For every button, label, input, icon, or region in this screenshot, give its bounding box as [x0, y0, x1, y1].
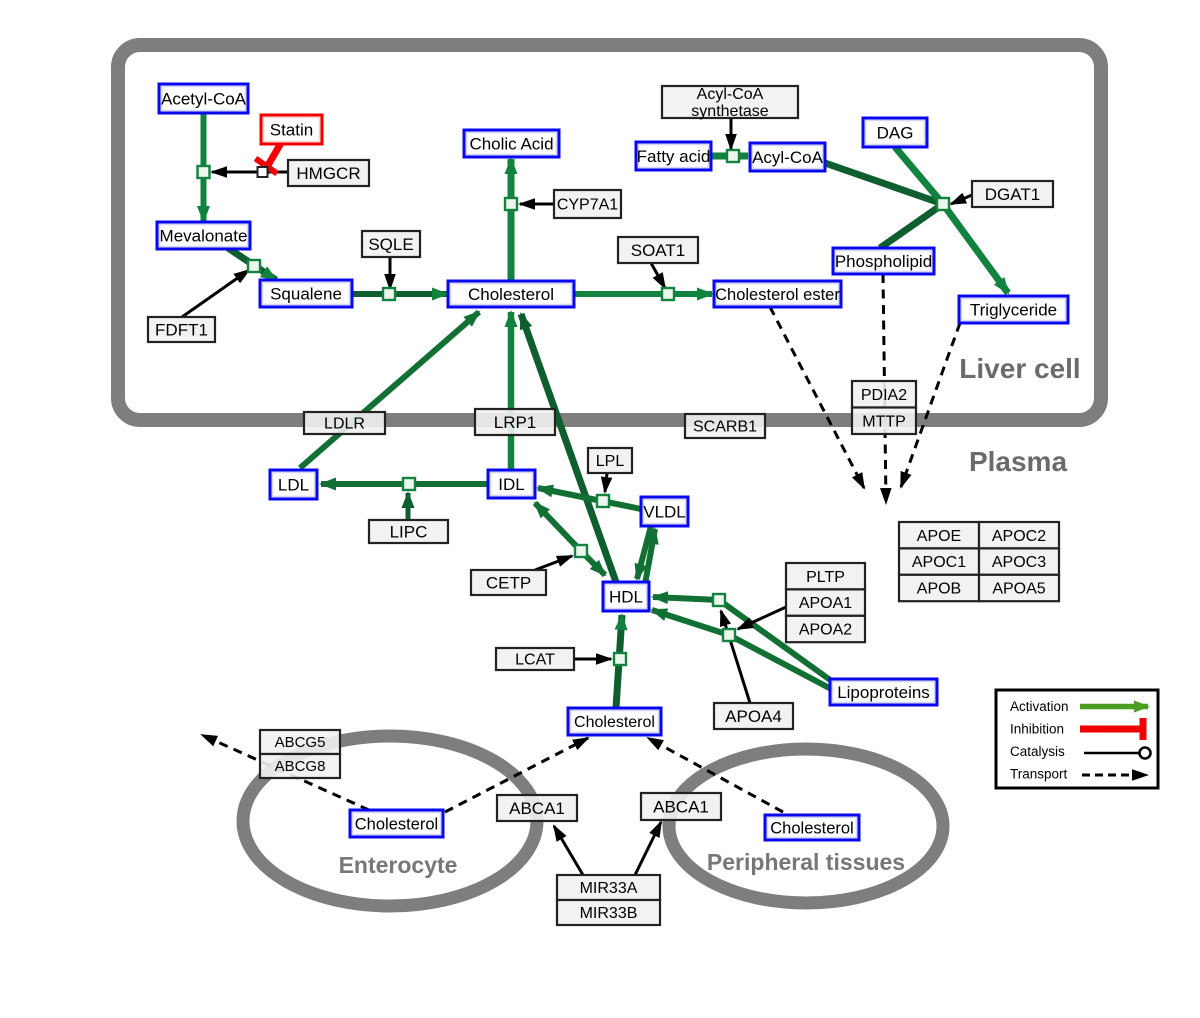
svg-text:Lipoproteins: Lipoproteins: [837, 683, 930, 702]
svg-text:DAG: DAG: [877, 123, 914, 142]
svg-text:LDLR: LDLR: [324, 416, 365, 433]
svg-text:APOC2: APOC2: [992, 528, 1046, 545]
svg-text:synthetase: synthetase: [691, 103, 768, 120]
svg-text:Squalene: Squalene: [270, 284, 342, 303]
svg-text:Acyl-CoA: Acyl-CoA: [752, 148, 824, 167]
svg-text:ABCG5: ABCG5: [275, 734, 326, 751]
svg-text:Activation: Activation: [1010, 699, 1069, 714]
svg-text:SQLE: SQLE: [368, 235, 413, 254]
svg-text:APOA2: APOA2: [799, 622, 852, 639]
svg-text:APOC1: APOC1: [912, 554, 966, 571]
svg-text:LIPC: LIPC: [390, 523, 428, 542]
svg-text:FDFT1: FDFT1: [155, 320, 208, 339]
svg-text:APOA1: APOA1: [799, 595, 852, 612]
svg-text:CETP: CETP: [486, 574, 531, 593]
svg-text:Cholesterol ester: Cholesterol ester: [715, 286, 840, 304]
svg-text:Catalysis: Catalysis: [1010, 744, 1065, 759]
svg-text:LRP1: LRP1: [494, 413, 537, 432]
svg-text:Inhibition: Inhibition: [1010, 722, 1064, 737]
svg-text:Fatty acid: Fatty acid: [637, 147, 711, 166]
svg-text:DGAT1: DGAT1: [985, 185, 1040, 204]
svg-text:VLDL: VLDL: [643, 503, 686, 522]
svg-text:PDIA2: PDIA2: [861, 387, 907, 404]
svg-text:MIR33B: MIR33B: [580, 905, 638, 922]
svg-text:Acetyl-CoA: Acetyl-CoA: [161, 90, 247, 109]
svg-text:Enterocyte: Enterocyte: [339, 852, 458, 878]
svg-text:Cholesterol: Cholesterol: [355, 815, 438, 833]
svg-text:Liver cell: Liver cell: [959, 353, 1080, 384]
svg-text:Triglyceride: Triglyceride: [970, 300, 1057, 319]
svg-text:Peripheral tissues: Peripheral tissues: [707, 849, 905, 875]
svg-text:APOA4: APOA4: [725, 707, 782, 726]
svg-text:PLTP: PLTP: [806, 569, 845, 586]
svg-text:Phospholipid: Phospholipid: [835, 252, 932, 271]
svg-text:IDL: IDL: [498, 475, 524, 494]
svg-text:LDL: LDL: [278, 475, 309, 494]
svg-text:ABCA1: ABCA1: [509, 799, 565, 818]
svg-text:Cholic Acid: Cholic Acid: [469, 134, 553, 153]
svg-text:APOA5: APOA5: [992, 581, 1045, 598]
svg-text:CYP7A1: CYP7A1: [557, 197, 618, 214]
svg-text:LPL: LPL: [596, 453, 625, 470]
svg-text:MIR33A: MIR33A: [580, 880, 638, 897]
svg-text:APOC3: APOC3: [992, 554, 1046, 571]
svg-text:ABCA1: ABCA1: [653, 798, 709, 817]
svg-text:ABCG8: ABCG8: [275, 758, 326, 775]
svg-text:Cholesterol: Cholesterol: [468, 285, 554, 304]
svg-text:SCARB1: SCARB1: [693, 419, 757, 436]
svg-text:APOB: APOB: [917, 581, 961, 598]
svg-text:MTTP: MTTP: [862, 413, 906, 430]
svg-text:Statin: Statin: [270, 120, 313, 139]
svg-text:Mevalonate: Mevalonate: [160, 226, 248, 245]
svg-text:Plasma: Plasma: [969, 446, 1067, 477]
svg-text:HDL: HDL: [609, 588, 643, 607]
svg-text:LCAT: LCAT: [515, 652, 555, 669]
svg-text:APOE: APOE: [917, 528, 961, 545]
svg-text:Cholesterol: Cholesterol: [770, 819, 853, 837]
svg-text:Cholesterol: Cholesterol: [574, 714, 655, 731]
svg-text:Acyl-CoA: Acyl-CoA: [697, 86, 764, 103]
svg-text:SOAT1: SOAT1: [631, 241, 685, 260]
svg-text:Transport: Transport: [1010, 767, 1068, 782]
svg-text:HMGCR: HMGCR: [296, 164, 360, 183]
